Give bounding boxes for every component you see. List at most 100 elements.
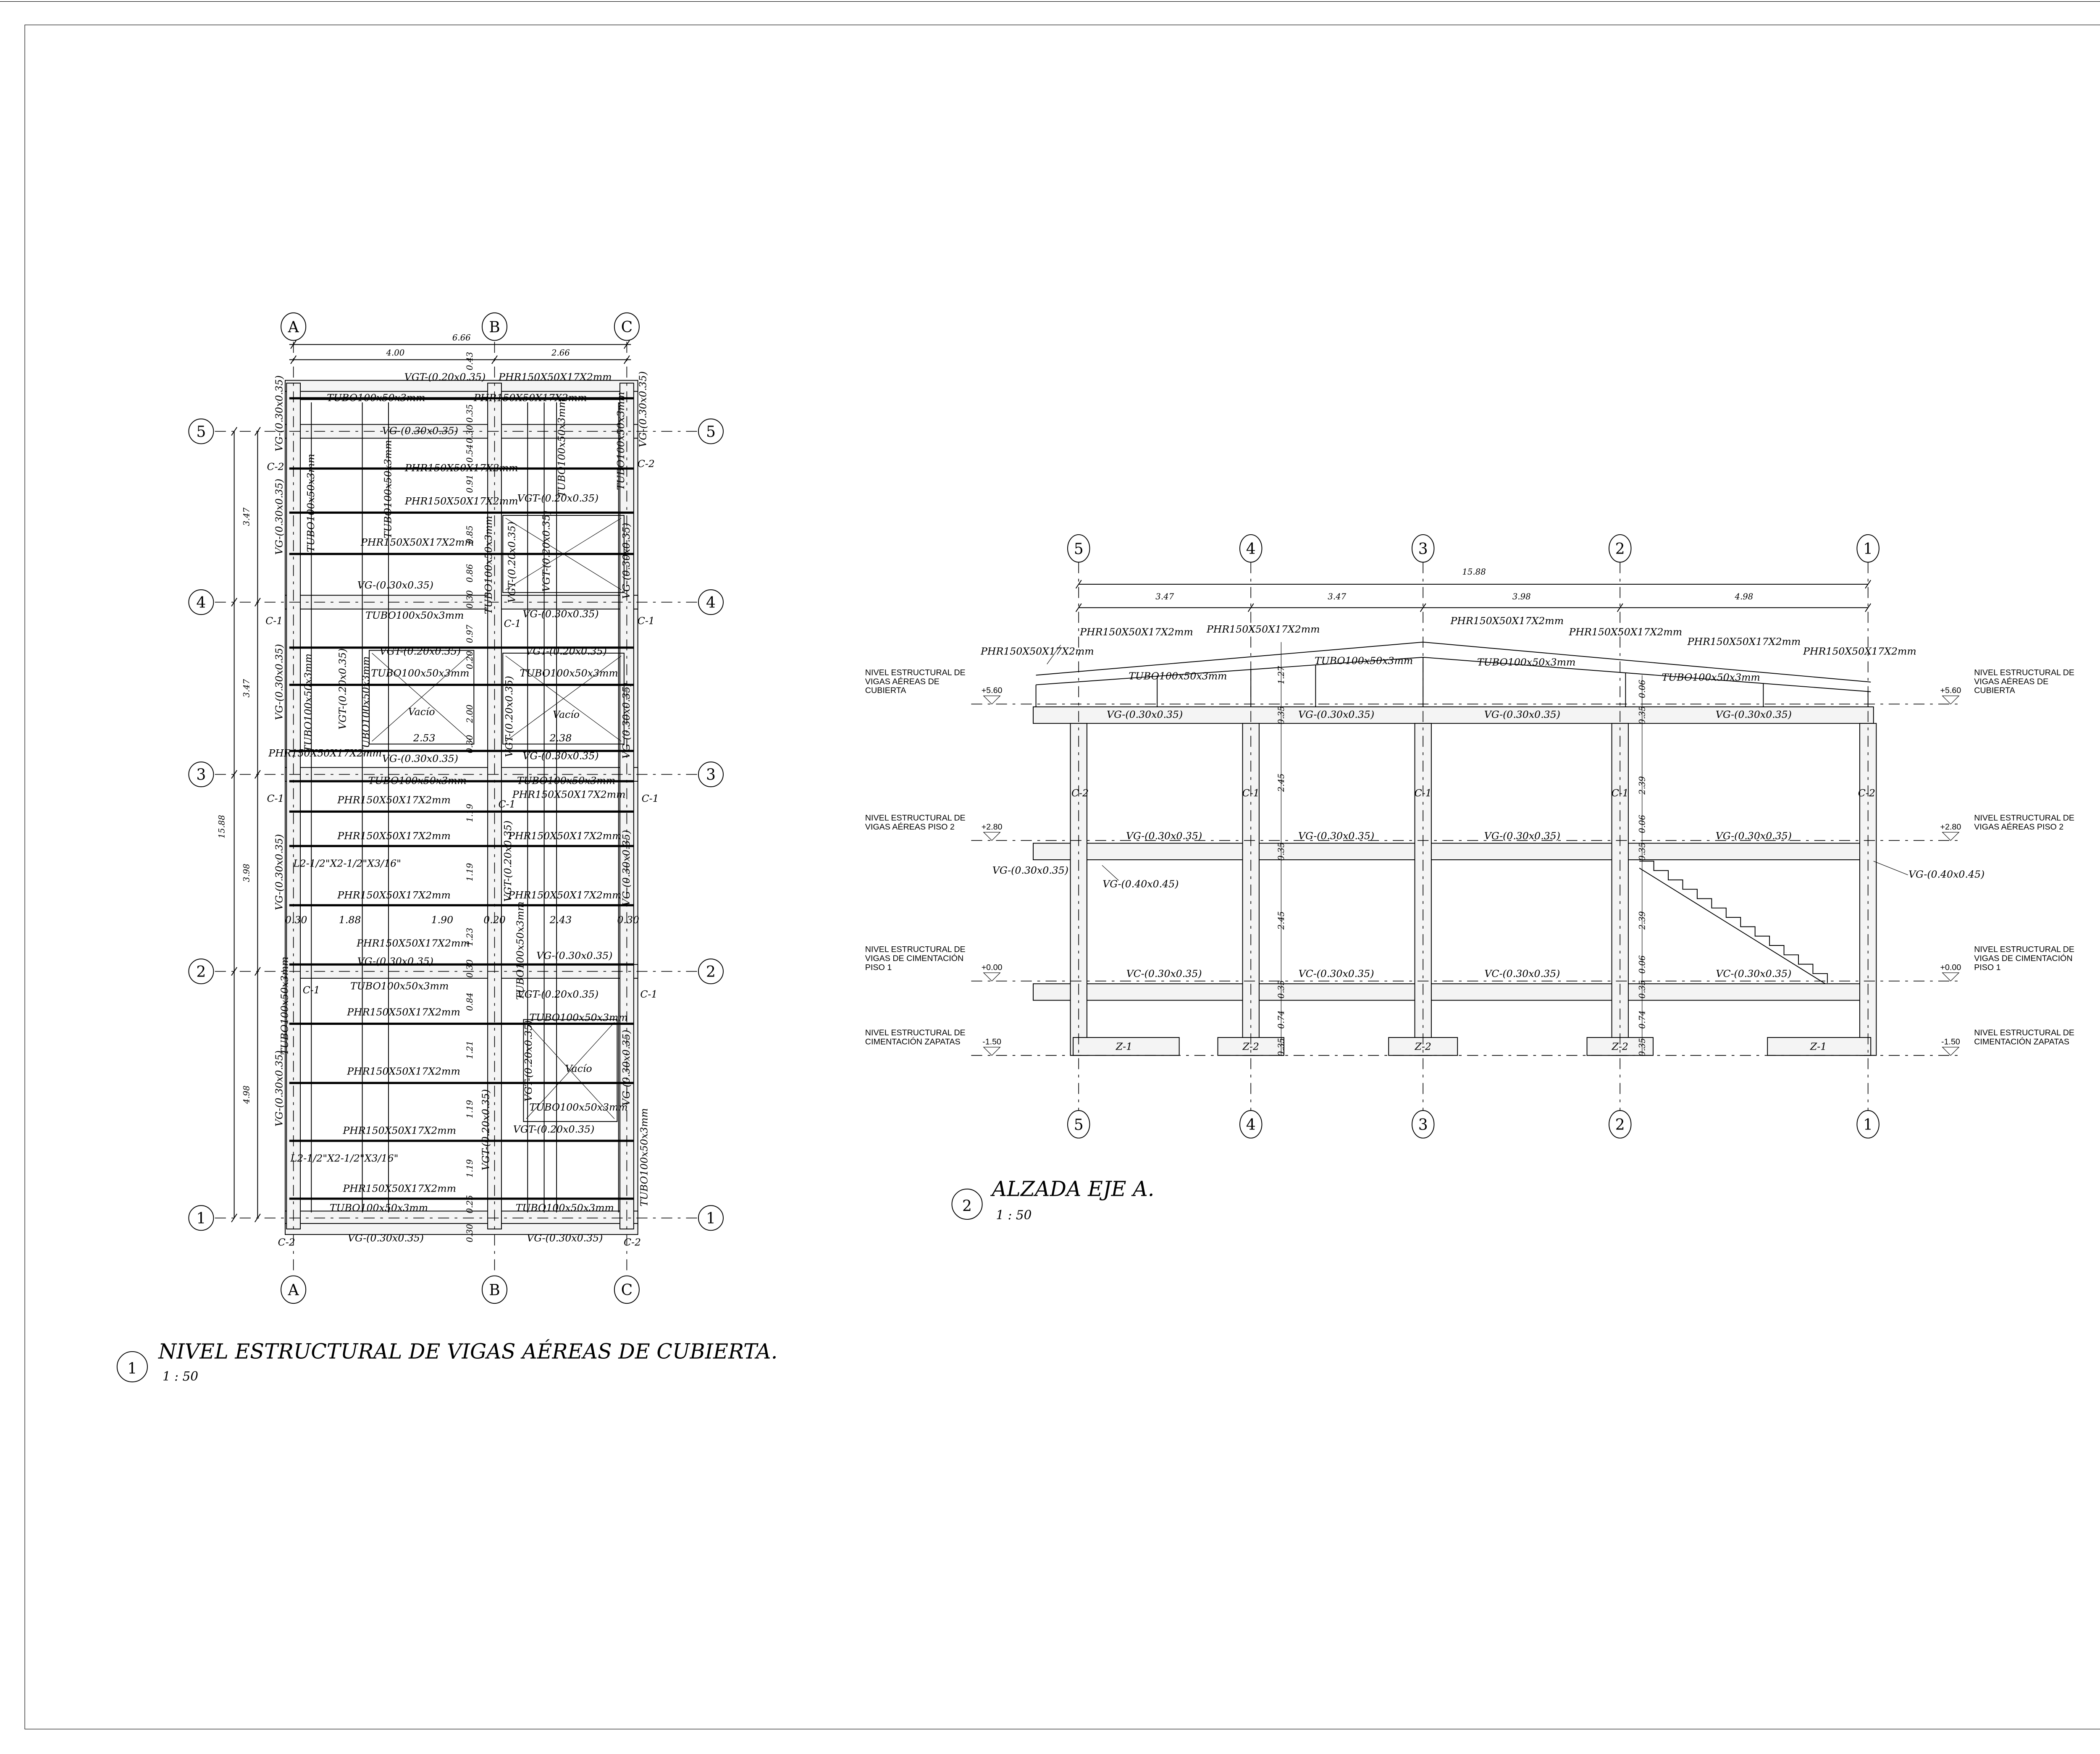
plan-label: Vacío: [553, 709, 580, 720]
grid-label-4: 1: [196, 1210, 206, 1227]
plan-label: PHR150X50X17X2mm: [337, 830, 451, 842]
view-number-circle: [116, 1351, 148, 1383]
level-value: -1.50: [1941, 1037, 1960, 1047]
dimension-tick: [290, 340, 297, 349]
grid-bubble: [188, 418, 214, 444]
plan-label: VG-(0.30x0.35): [382, 425, 458, 436]
plan-vertical-label: VG-(0.30x0.35): [273, 834, 285, 910]
vertical-dim: 0.35: [1276, 842, 1286, 861]
dimension-tick: [290, 355, 297, 364]
grid-label: 2: [1615, 540, 1625, 558]
level-label-line: NIVEL ESTRUCTURAL DE: [865, 945, 966, 954]
vertical-dim: 2.45: [1276, 911, 1286, 930]
grid-bubble: [281, 1275, 307, 1304]
level-label-line: NIVEL ESTRUCTURAL DE: [1974, 814, 2074, 823]
level-marker-icon: [1942, 1047, 1960, 1056]
level-label-line: NIVEL ESTRUCTURAL DE: [1974, 1028, 2074, 1037]
elevation-label: VG-(0.30x0.35): [992, 864, 1068, 876]
elevation-label: VG-(0.30x0.35): [1126, 830, 1202, 842]
plan-label: C-2: [624, 1236, 641, 1248]
level-value: +0.00: [982, 963, 1003, 972]
plan-label: PHR150X50X17X2mm: [337, 794, 451, 806]
plan-vertical-label: VGT-(0.20x0.35): [502, 821, 514, 902]
dim-span: 3.98: [242, 864, 252, 882]
plan-vertical-label: VG-(0.30x0.35): [620, 523, 632, 599]
elevation-label: VG-(0.40x0.45): [1102, 878, 1179, 890]
plan-label: PHR150X50X17X2mm: [508, 830, 622, 842]
vertical-dim: 0.35: [1637, 842, 1647, 861]
grid-label-3: 2: [196, 963, 206, 981]
foundation-beam: [1032, 983, 1874, 1001]
plan-label: PHR150X50X17X2mm: [268, 747, 382, 759]
plan-vertical-label: 1.21: [465, 1041, 475, 1059]
elevation-title-block: 2 ALZADA EJE A. 1 : 50: [951, 1176, 1154, 1222]
grid-label: 2: [1615, 1116, 1625, 1134]
vertical-dim: 2.39: [1637, 776, 1647, 795]
grid-bubble: [1856, 534, 1880, 563]
level-label-line: PISO 1: [865, 963, 892, 972]
plan-vertical-label: VG-(0.30x0.35): [637, 371, 648, 447]
stair-slab: [1639, 867, 1826, 985]
plan-label: VG-(0.30x0.35): [522, 608, 598, 620]
footing: [1073, 1037, 1180, 1056]
elevation-number: 2: [962, 1197, 972, 1215]
elevation-label: TUBO100x50x3mm: [1315, 655, 1413, 667]
plan-label: C-1: [265, 615, 283, 627]
plan-label: C-2: [267, 461, 284, 473]
level-value: -1.50: [982, 1037, 1001, 1047]
plan-label: VGT-(0.20x0.35): [380, 645, 461, 657]
grid-bubble: [188, 958, 214, 985]
plan-title-block: 1 NIVEL ESTRUCTURAL DE VIGAS AÉREAS DE C…: [116, 1339, 777, 1384]
elevation-scale: 1 : 50: [996, 1208, 1032, 1222]
plan-vertical-label: 0.30: [465, 425, 475, 444]
plan-label: VGT-(0.20x0.35): [517, 492, 598, 504]
dimension-tick: [624, 355, 630, 364]
plan-label: L2-1/2"X2-1/2"X3/16": [290, 1152, 399, 1164]
elevation-label: Z-2: [1242, 1041, 1259, 1053]
plan-label: VG-(0.30x0.35): [382, 753, 458, 764]
level-marker-icon: [983, 696, 1001, 705]
dimension-tick: [491, 355, 498, 364]
beam-vg: [284, 424, 638, 439]
plan-label: 0.20: [483, 914, 506, 926]
elevation-label: VC-(0.30x0.35): [1484, 968, 1560, 979]
grid-bubble: [1067, 1110, 1090, 1139]
plan-vertical-label: VG-(0.30x0.35): [620, 830, 632, 906]
level-label-line: VIGAS AÉREAS PISO 2: [865, 822, 955, 832]
plan-vertical-label: 0.85: [465, 525, 475, 544]
plan-vertical-label: TUBO100x50x3mm: [279, 957, 291, 1055]
level-label-line: PISO 1: [1974, 963, 2000, 972]
plan-vertical-label: 0.43: [465, 352, 475, 370]
plan-vertical-label: VGT-(0.20x0.35): [336, 649, 348, 730]
dimension-tick: [231, 967, 237, 976]
dim-span: 3.98: [1512, 592, 1531, 601]
plan-label: PHR150X50X17X2mm: [356, 937, 470, 949]
grid-label-0: A: [288, 318, 299, 336]
plan-label: VG-(0.30x0.35): [348, 1232, 424, 1244]
plan-vertical-label: VG-(0.30x0.35): [273, 644, 285, 720]
plan-vertical-label: 1.19: [465, 863, 475, 882]
plan-label: PHR150X50X17X2mm: [346, 1006, 460, 1018]
elevation-label: VG-(0.30x0.35): [1484, 709, 1560, 720]
dimension-tick: [231, 1213, 237, 1223]
grid-bubble: [188, 1205, 214, 1231]
plan-label: Vacío: [408, 706, 435, 718]
plan-vertical-label: VG-(0.30x0.35): [620, 683, 632, 759]
level-label-line: CUBIERTA: [1974, 686, 2015, 695]
elevation-label: PHR150X50X17X2mm: [1079, 626, 1193, 638]
plan-label: TUBO100x50x3mm: [368, 775, 467, 787]
plan-label: 2.53: [413, 732, 436, 744]
grid-bubble: [1067, 534, 1090, 563]
plan-vertical-label: 1.23: [465, 928, 475, 946]
elevation-label: VG-(0.30x0.35): [1298, 830, 1374, 842]
elevation-label: C-1: [1415, 787, 1432, 799]
level-label-line: VIGAS AÉREAS DE: [1974, 677, 2048, 686]
grid-label-2: 3: [196, 766, 206, 784]
grid-bubble: [1856, 1110, 1880, 1139]
plan-label: 0.30: [285, 914, 307, 926]
plan-vertical-label: 0.20: [465, 651, 475, 670]
plan-label: PHR150X50X17X2mm: [342, 1125, 456, 1137]
dimension-tick: [254, 967, 261, 976]
